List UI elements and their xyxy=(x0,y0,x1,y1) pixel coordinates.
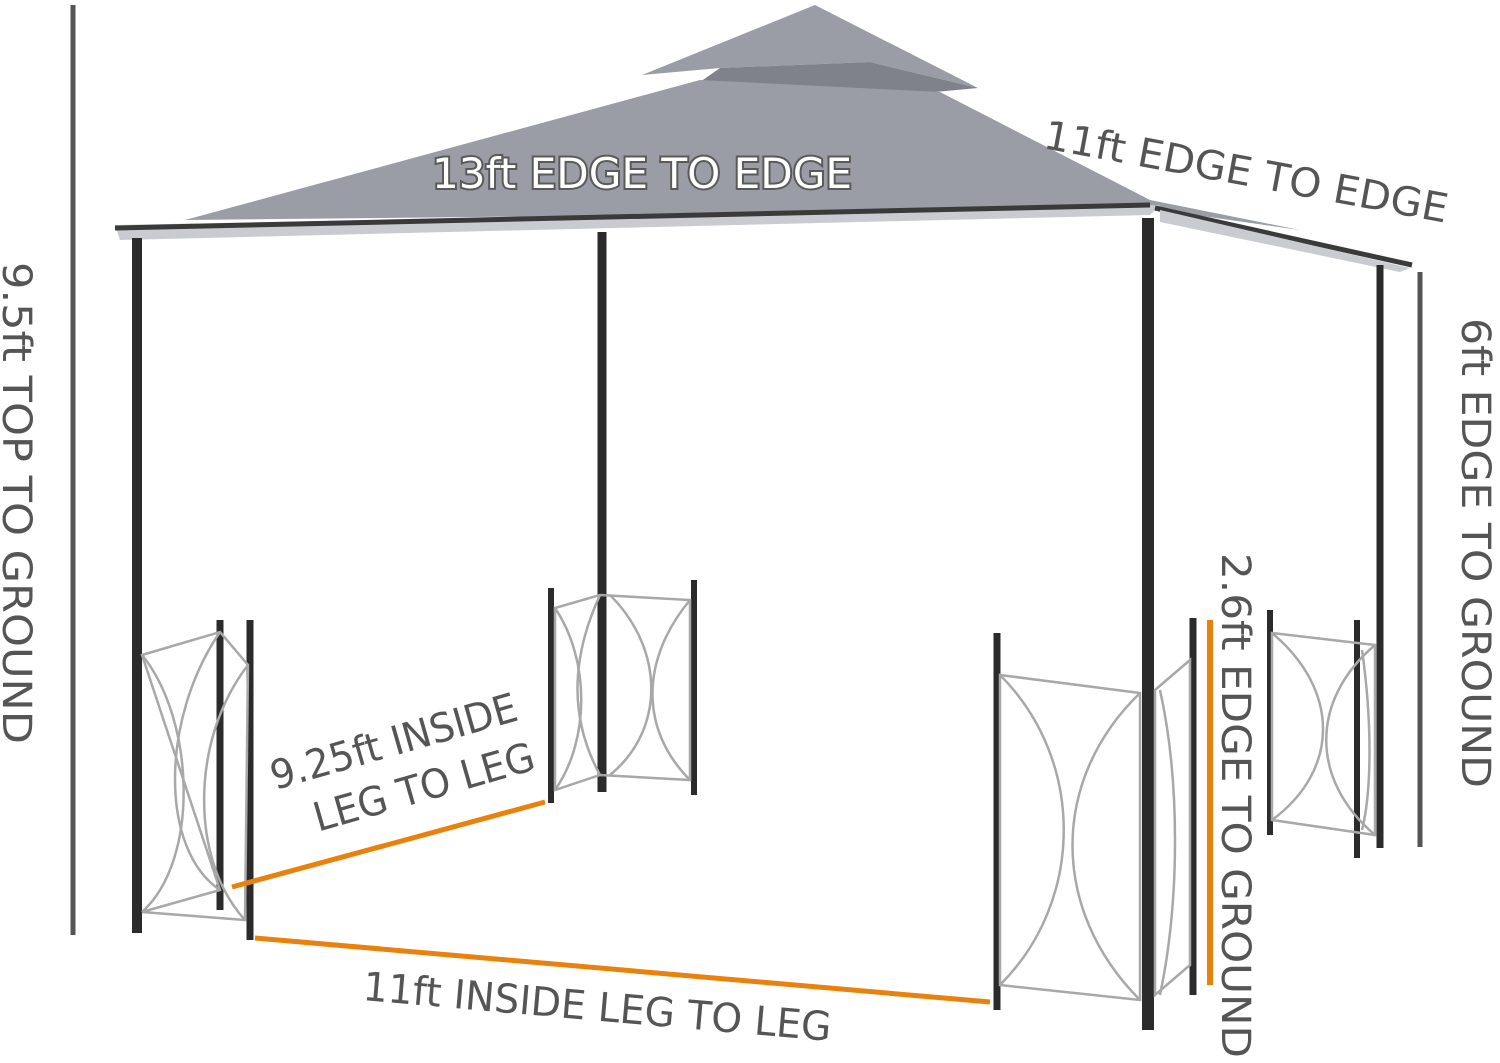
roof-front-edge xyxy=(114,202,1151,231)
roof-height-label: 2.6ft EDGE TO GROUND xyxy=(1212,553,1258,1058)
canopy-front-face xyxy=(115,205,1160,240)
roof-side-edge xyxy=(1154,205,1413,268)
roof-side-face xyxy=(1160,210,1410,272)
canopy-top-tier xyxy=(642,5,978,88)
total-height-label: 9.5ft TOP TO GROUND xyxy=(0,262,39,744)
eave-height-label: 6ft EDGE TO GROUND xyxy=(1452,318,1498,788)
width-edge-label: 13ft EDGE TO EDGE xyxy=(432,149,852,198)
inside-width-label: 11ft INSIDE LEG TO LEG xyxy=(361,964,833,1051)
net-panel-front-right xyxy=(993,618,1197,1010)
inside-depth-highlight xyxy=(231,799,546,890)
canopy-main-roof xyxy=(185,80,1300,230)
net-panel-back-right xyxy=(1267,610,1377,858)
inside-depth-label: 9.25ft INSIDE LEG TO LEG xyxy=(265,685,540,841)
net-panel-back-left xyxy=(548,580,697,803)
net-panel-front-left xyxy=(140,620,254,940)
inside-width-highlight xyxy=(254,935,991,1005)
